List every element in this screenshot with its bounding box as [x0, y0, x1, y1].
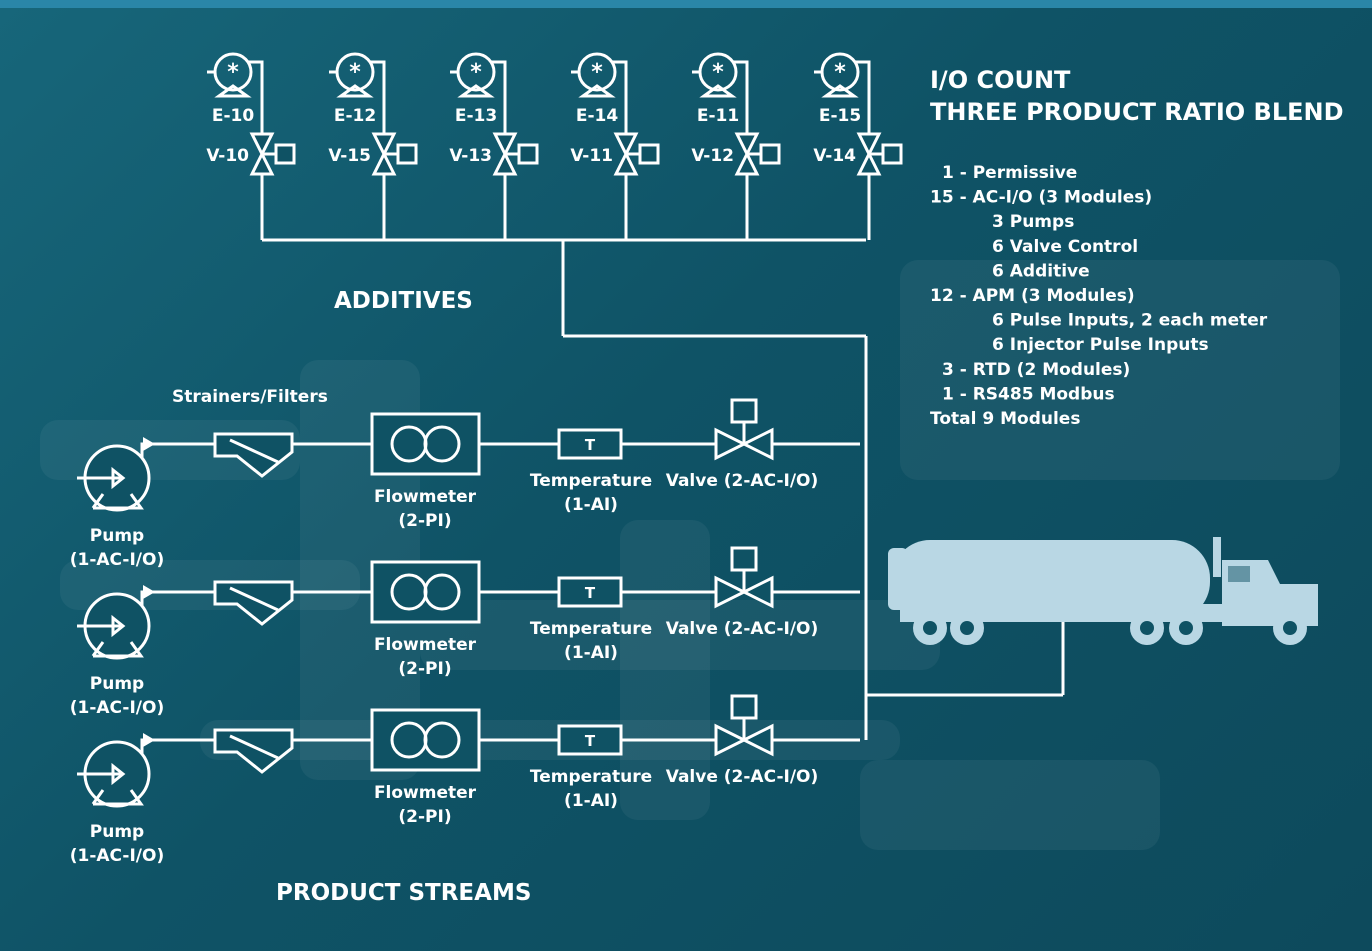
valve-actuator-icon: [274, 143, 296, 165]
additive-injectors: * E-10V-10 * E-12V-15 * E-13V-13 * E-14V-11 * E-1…: [206, 52, 903, 240]
injector-pump-label: E-10: [212, 106, 254, 126]
additive-injector: * E-14V-11: [570, 52, 660, 240]
background-shape: [420, 600, 940, 670]
strainer-icon: [213, 728, 294, 774]
injector-valve-label: V-15: [328, 146, 371, 166]
io-count-item: 12 - APM (3 Modules): [930, 286, 1135, 306]
additive-injector: * E-12V-15: [328, 52, 418, 240]
valve-label: Valve (2-AC-I/O): [666, 767, 819, 787]
product-stream-row: Pump (1-AC-I/O) Flowmeter (2-PI) T Temperatur…: [70, 398, 860, 570]
io-count-item: 6 Valve Control: [992, 237, 1138, 257]
temperature-io-label: (1-AI): [564, 791, 618, 811]
flowmeter-label: Flowmeter: [374, 487, 477, 507]
strainer-icon: [213, 432, 294, 478]
io-count-item: 6 Injector Pulse Inputs: [992, 335, 1209, 355]
flowmeter-io-label: (2-PI): [398, 511, 451, 531]
temperature-symbol: T: [585, 732, 596, 750]
valve-actuator-icon: [517, 143, 539, 165]
valve-actuator-icon: [730, 398, 758, 424]
io-count-item: 6 Additive: [992, 261, 1090, 281]
asterisk-icon: *: [227, 60, 239, 85]
flow-arrow-icon: [143, 585, 155, 599]
io-count-list: 1 - Permissive 15 - AC-I/O (3 Modules) 3 P…: [930, 163, 1268, 429]
pump-label: Pump: [90, 526, 144, 546]
flowmeter-io-label: (2-PI): [398, 659, 451, 679]
product-streams: Pump (1-AC-I/O) Flowmeter (2-PI) T Temperatur…: [70, 398, 860, 866]
valve-actuator-icon: [638, 143, 660, 165]
pump-label: Pump: [90, 822, 144, 842]
additive-injector: * E-10V-10: [206, 52, 296, 240]
pump-io-label: (1-AC-I/O): [70, 698, 165, 718]
injector-pump-label: E-11: [697, 106, 739, 126]
pump-io-label: (1-AC-I/O): [70, 550, 165, 570]
background-shape: [900, 260, 1340, 480]
tanker-truck-icon: [888, 537, 1318, 645]
injector-valve-label: V-13: [449, 146, 492, 166]
strainer-icon: [213, 580, 294, 626]
injector-valve-label: V-14: [813, 146, 856, 166]
additives-heading: ADDITIVES: [334, 288, 473, 314]
injector-pump-label: E-12: [334, 106, 376, 126]
strainers-label: Strainers/Filters: [172, 387, 328, 407]
additive-injector: * E-11V-12: [691, 52, 781, 240]
asterisk-icon: *: [712, 60, 724, 85]
flow-arrow-icon: [143, 437, 155, 451]
temperature-label: Temperature: [530, 471, 652, 491]
io-count-item: Total 9 Modules: [930, 409, 1080, 429]
valve-actuator-icon: [881, 143, 903, 165]
asterisk-icon: *: [470, 60, 482, 85]
flowmeter-label: Flowmeter: [374, 635, 477, 655]
io-count-item: 6 Pulse Inputs, 2 each meter: [992, 311, 1268, 331]
asterisk-icon: *: [834, 60, 846, 85]
temperature-sensor-icon: [557, 724, 623, 756]
background-shape: [620, 520, 710, 820]
injector-valve-label: V-11: [570, 146, 613, 166]
temperature-sensor-icon: [557, 576, 623, 608]
valve-actuator-icon: [396, 143, 418, 165]
io-count-item: 3 Pumps: [992, 212, 1074, 232]
asterisk-icon: *: [349, 60, 361, 85]
io-count-item: 3 - RTD (2 Modules): [942, 360, 1130, 380]
temperature-sensor-icon: [557, 428, 623, 460]
temperature-label: Temperature: [530, 767, 652, 787]
additive-injector: * E-15V-14: [813, 52, 903, 240]
valve-label: Valve (2-AC-I/O): [666, 619, 819, 639]
piping-lines: [262, 238, 1065, 740]
additive-injector: * E-13V-13: [449, 52, 539, 240]
product-stream-row: Pump (1-AC-I/O) Flowmeter (2-PI) T Temperatur…: [70, 694, 860, 866]
io-count-item: 1 - RS485 Modbus: [942, 384, 1115, 404]
temperature-symbol: T: [585, 584, 596, 602]
injector-valve-icon: [249, 132, 275, 176]
temperature-io-label: (1-AI): [564, 495, 618, 515]
flowmeter-io-label: (2-PI): [398, 807, 451, 827]
product-streams-heading: PRODUCT STREAMS: [276, 880, 531, 906]
injector-pump-label: E-14: [576, 106, 618, 126]
pump-io-label: (1-AC-I/O): [70, 846, 165, 866]
temperature-label: Temperature: [530, 619, 652, 639]
flow-arrow-icon: [143, 733, 155, 747]
injector-pump-label: E-13: [455, 106, 497, 126]
io-count-item: 1 - Permissive: [942, 163, 1077, 183]
top-band: [0, 0, 1372, 8]
valve-actuator-icon: [730, 694, 758, 720]
product-stream-row: Pump (1-AC-I/O) Flowmeter (2-PI) T Temperatur…: [70, 546, 860, 718]
temperature-symbol: T: [585, 436, 596, 454]
flowmeter-label: Flowmeter: [374, 783, 477, 803]
background-shape: [860, 760, 1160, 850]
injector-pump-label: E-15: [819, 106, 861, 126]
injector-valve-label: V-12: [691, 146, 734, 166]
injector-valve-label: V-10: [206, 146, 249, 166]
valve-actuator-icon: [759, 143, 781, 165]
asterisk-icon: *: [591, 60, 603, 85]
temperature-io-label: (1-AI): [564, 643, 618, 663]
labels: I/O COUNT THREE PRODUCT RATIO BLEND ADDI…: [172, 66, 1344, 906]
io-count-subtitle: THREE PRODUCT RATIO BLEND: [930, 98, 1344, 126]
pump-label: Pump: [90, 674, 144, 694]
io-count-title: I/O COUNT: [930, 66, 1071, 94]
valve-label: Valve (2-AC-I/O): [666, 471, 819, 491]
io-count-item: 15 - AC-I/O (3 Modules): [930, 188, 1152, 208]
valve-actuator-icon: [730, 546, 758, 572]
